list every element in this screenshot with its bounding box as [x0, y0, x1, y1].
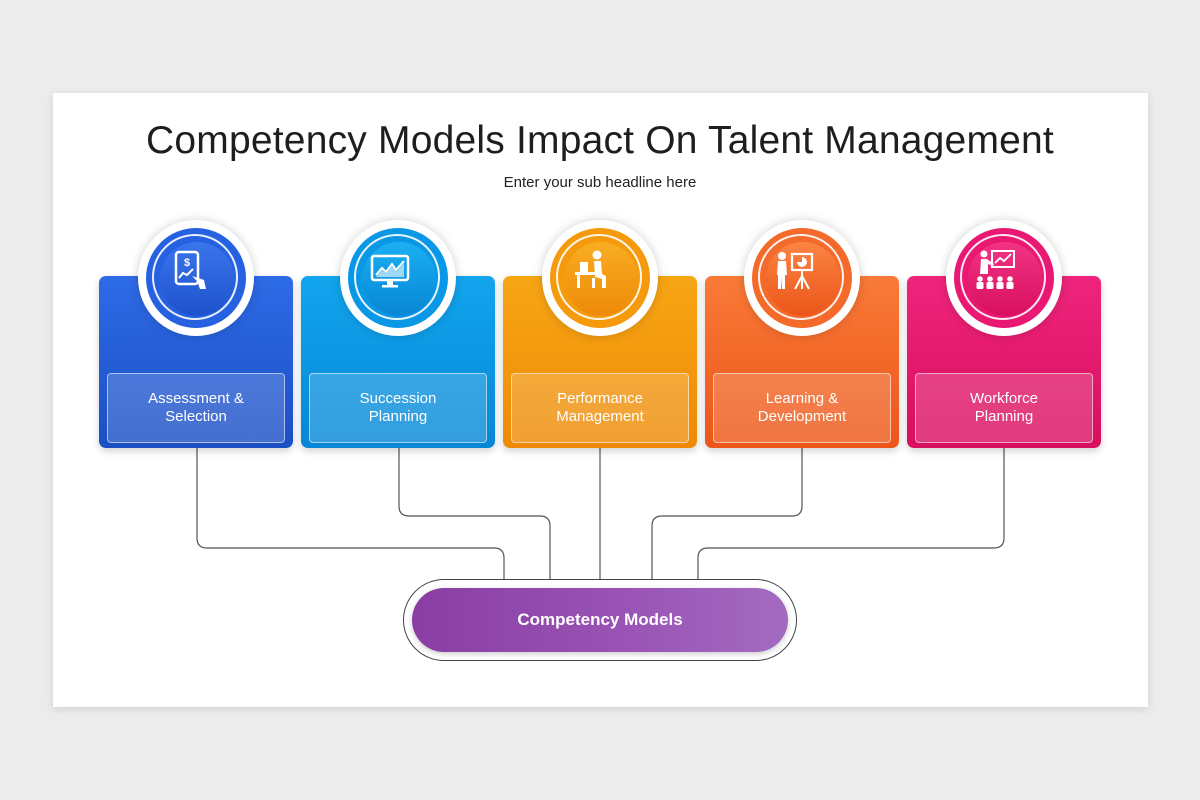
card-performance-management[interactable]: Performance Management [503, 276, 697, 448]
presenter-audience-icon [976, 250, 1015, 289]
monitor-chart-icon [370, 254, 410, 288]
card-label-panel: Performance Management [511, 373, 689, 443]
badge-learning [744, 220, 860, 336]
connector-4 [651, 448, 803, 580]
card-label: Workforce Planning [969, 390, 1039, 425]
svg-text:$: $ [184, 257, 190, 269]
card-label: Learning & Development [757, 390, 847, 425]
card-label-panel: Learning & Development [713, 373, 891, 443]
card-label-panel: Succession Planning [309, 373, 487, 443]
badge-workforce [946, 220, 1062, 336]
badge-performance [542, 220, 658, 336]
center-node-competency-models[interactable]: Competency Models [412, 588, 788, 652]
center-node-label: Competency Models [517, 610, 683, 629]
card-learning-development[interactable]: Learning & Development [705, 276, 899, 448]
card-workforce-planning[interactable]: Workforce Planning [907, 276, 1101, 448]
page-subtitle: Enter your sub headline here [503, 174, 697, 191]
tablet-dollar-chart-icon: $ [174, 250, 206, 289]
connector-2 [398, 448, 551, 580]
card-label: Assessment & Selection [148, 390, 244, 425]
connector-5 [697, 448, 1005, 580]
page-title: Competency Models Impact On Talent Manag… [146, 119, 1054, 162]
connector-1 [196, 448, 505, 580]
badge-assessment: $ [138, 220, 254, 336]
card-label: Performance Management [556, 390, 644, 425]
presenter-board-icon [777, 252, 814, 290]
person-at-desk-icon [575, 250, 606, 288]
card-label: Succession Planning [359, 390, 437, 425]
card-label-panel: Workforce Planning [915, 373, 1093, 443]
card-label-panel: Assessment & Selection [107, 373, 285, 443]
badge-succession [340, 220, 456, 336]
